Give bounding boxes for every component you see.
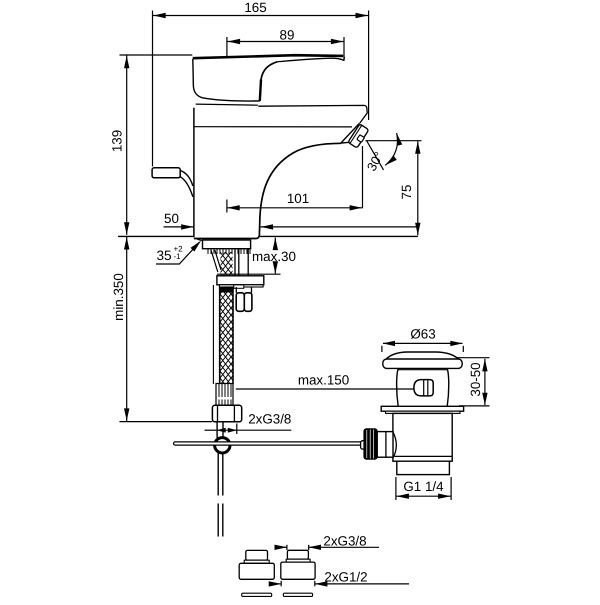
svg-text:2xG3/8: 2xG3/8: [248, 412, 291, 427]
svg-text:max.30: max.30: [252, 249, 296, 264]
svg-text:139: 139: [109, 130, 124, 152]
svg-text:2xG3/8: 2xG3/8: [323, 534, 366, 549]
svg-text:89: 89: [280, 27, 295, 42]
svg-text:Ø63: Ø63: [410, 327, 435, 342]
svg-text:101: 101: [287, 191, 309, 206]
svg-text:+2: +2: [174, 245, 184, 254]
svg-text:G1 1/4: G1 1/4: [403, 479, 444, 494]
svg-text:2xG1/2: 2xG1/2: [324, 570, 367, 585]
svg-text:75: 75: [399, 185, 414, 200]
svg-text:165: 165: [244, 0, 266, 15]
svg-text:-1: -1: [174, 252, 182, 261]
svg-text:30-50: 30-50: [468, 362, 483, 396]
svg-text:max.150: max.150: [298, 373, 349, 388]
svg-text:35: 35: [156, 248, 171, 263]
svg-text:min.350: min.350: [111, 273, 126, 321]
svg-text:50: 50: [164, 211, 179, 226]
